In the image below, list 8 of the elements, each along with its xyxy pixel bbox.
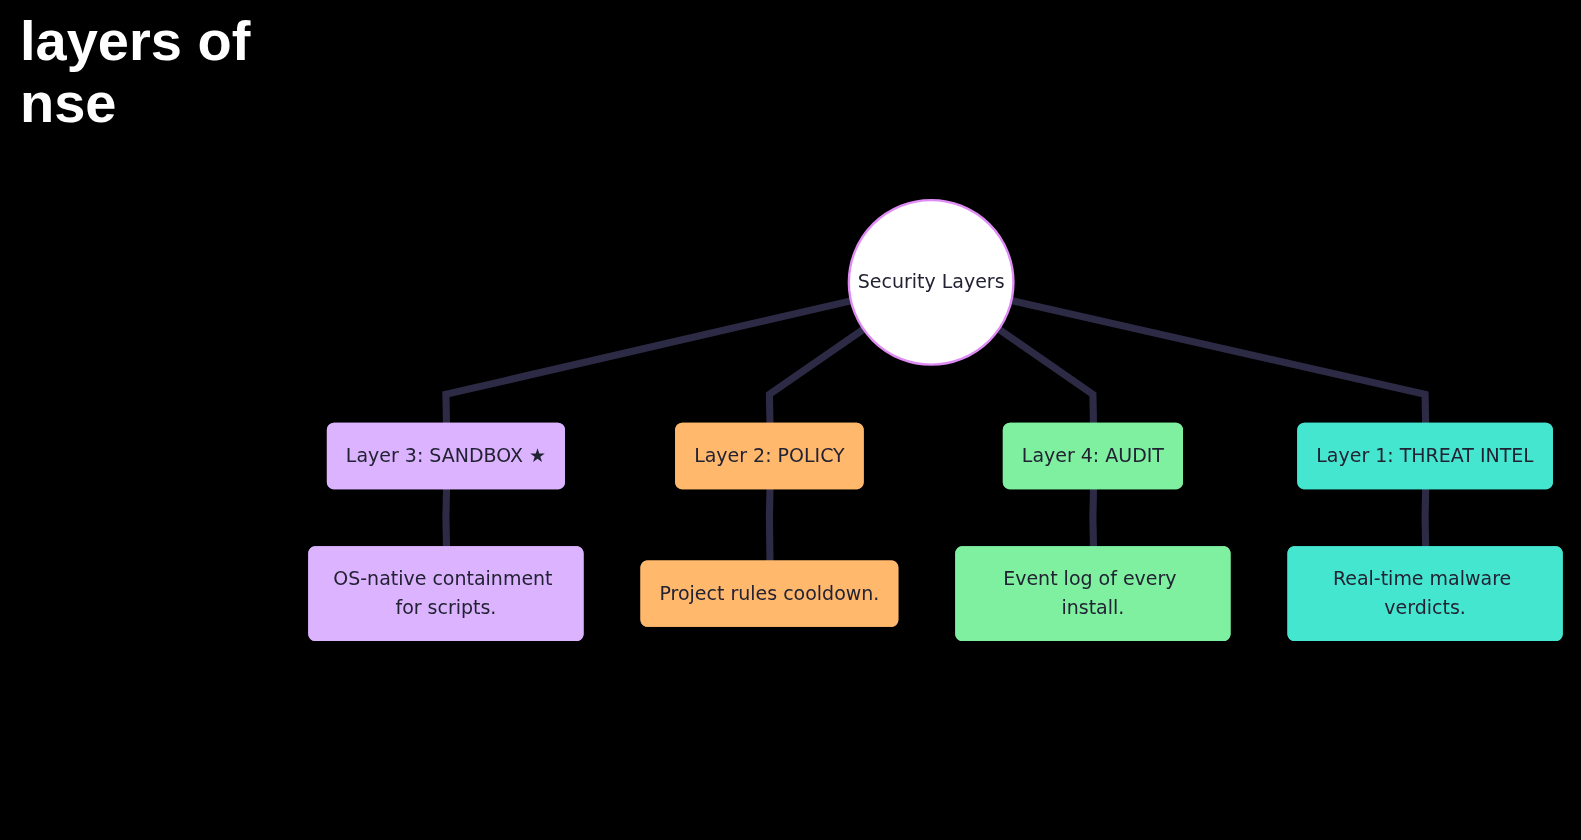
connector [1089,488,1098,549]
connector [765,326,866,425]
connector [765,488,774,563]
node-circle: Security Layers [847,198,1015,366]
connector [1421,488,1430,549]
connector [996,326,1098,425]
title: layers of nse [20,10,252,134]
connector [442,488,451,549]
